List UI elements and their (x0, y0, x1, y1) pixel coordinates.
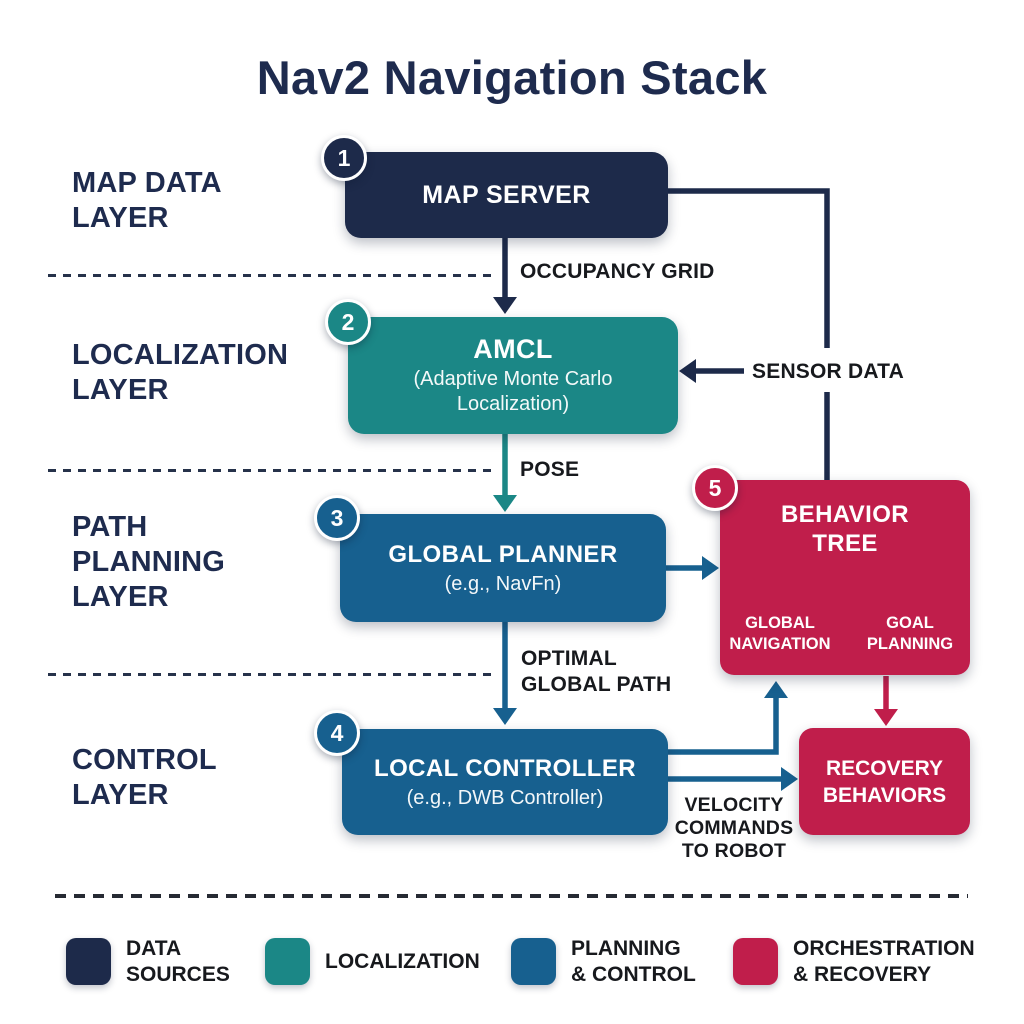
layer-label-control: CONTROL LAYER (72, 744, 217, 811)
node-map-server: MAP SERVER (345, 152, 668, 238)
edge-sensor-data-arrow (679, 359, 744, 383)
edge-local-controller-to-recovery (668, 767, 798, 791)
edge-global-planner-to-behavior-tree (666, 556, 719, 580)
edge-label-velocity-commands: VELOCITY COMMANDS TO ROBOT (674, 794, 794, 862)
edge-label-optimal-global-path: OPTIMAL GLOBAL PATH (521, 647, 672, 696)
node-recovery-behaviors: RECOVERY BEHAVIORS (799, 728, 970, 835)
step-badge-3: 3 (314, 495, 360, 541)
legend-divider (55, 894, 968, 898)
layer-divider-3 (48, 673, 492, 676)
step-badge-1: 1 (321, 135, 367, 181)
edge-optimal-global-path-arrow (493, 622, 517, 725)
edge-label-pose: POSE (520, 458, 580, 481)
node-title: MAP SERVER (422, 180, 591, 209)
legend-label-orchestration-recovery: ORCHESTRATION & RECOVERY (793, 937, 975, 986)
edge-map-server-to-behavior-tree (666, 188, 830, 481)
node-title: LOCAL CONTROLLER (374, 754, 636, 782)
step-badge-4: 4 (314, 710, 360, 756)
layer-label-localization: LOCALIZATION LAYER (72, 339, 289, 406)
edge-label-sensor-data: SENSOR DATA (752, 360, 904, 383)
child-goal-planning: GOAL PLANNING (866, 614, 954, 653)
layer-label-map-data: MAP DATA LAYER (72, 167, 222, 234)
layer-divider-1 (48, 274, 492, 277)
node-behavior-tree: BEHAVIOR TREE GLOBAL NAVIGATION GOAL PLA… (720, 480, 970, 675)
legend-swatch-data-sources (66, 938, 111, 985)
node-global-planner: GLOBAL PLANNER (e.g., NavFn) (340, 514, 666, 622)
edge-occupancy-grid-arrow (493, 237, 517, 314)
legend-label-localization: LOCALIZATION (325, 950, 480, 973)
node-subtitle: (Adaptive Monte Carlo Localization) (413, 367, 613, 415)
node-local-controller: LOCAL CONTROLLER (e.g., DWB Controller) (342, 729, 668, 835)
node-subtitle: (e.g., NavFn) (444, 572, 562, 595)
legend-swatch-localization (265, 938, 310, 985)
edge-behavior-tree-to-recovery (874, 676, 898, 726)
layer-divider-2 (48, 469, 492, 472)
layer-label-path-planning: PATH PLANNING LAYER (72, 511, 226, 613)
behavior-tree-children: GLOBAL NAVIGATION GOAL PLANNING (720, 613, 970, 675)
node-title: AMCL (473, 333, 553, 364)
legend-label-planning-control: PLANNING & CONTROL (571, 937, 696, 986)
node-title: GLOBAL PLANNER (388, 540, 618, 568)
page-title: Nav2 Navigation Stack (256, 51, 768, 104)
child-global-navigation: GLOBAL NAVIGATION (729, 614, 831, 653)
node-title: BEHAVIOR TREE (780, 501, 910, 557)
step-badge-5: 5 (692, 465, 738, 511)
node-subtitle: (e.g., DWB Controller) (406, 786, 604, 809)
edge-label-occupancy-grid: OCCUPANCY GRID (520, 260, 715, 283)
step-badge-2: 2 (325, 299, 371, 345)
node-amcl: AMCL (Adaptive Monte Carlo Localization) (348, 317, 678, 434)
legend-label-data-sources: DATA SOURCES (126, 937, 230, 986)
legend-swatch-orchestration-recovery (733, 938, 778, 985)
edge-pose-arrow (493, 434, 517, 512)
edge-local-controller-to-behavior-tree (668, 681, 788, 755)
legend-swatch-planning-control (511, 938, 556, 985)
